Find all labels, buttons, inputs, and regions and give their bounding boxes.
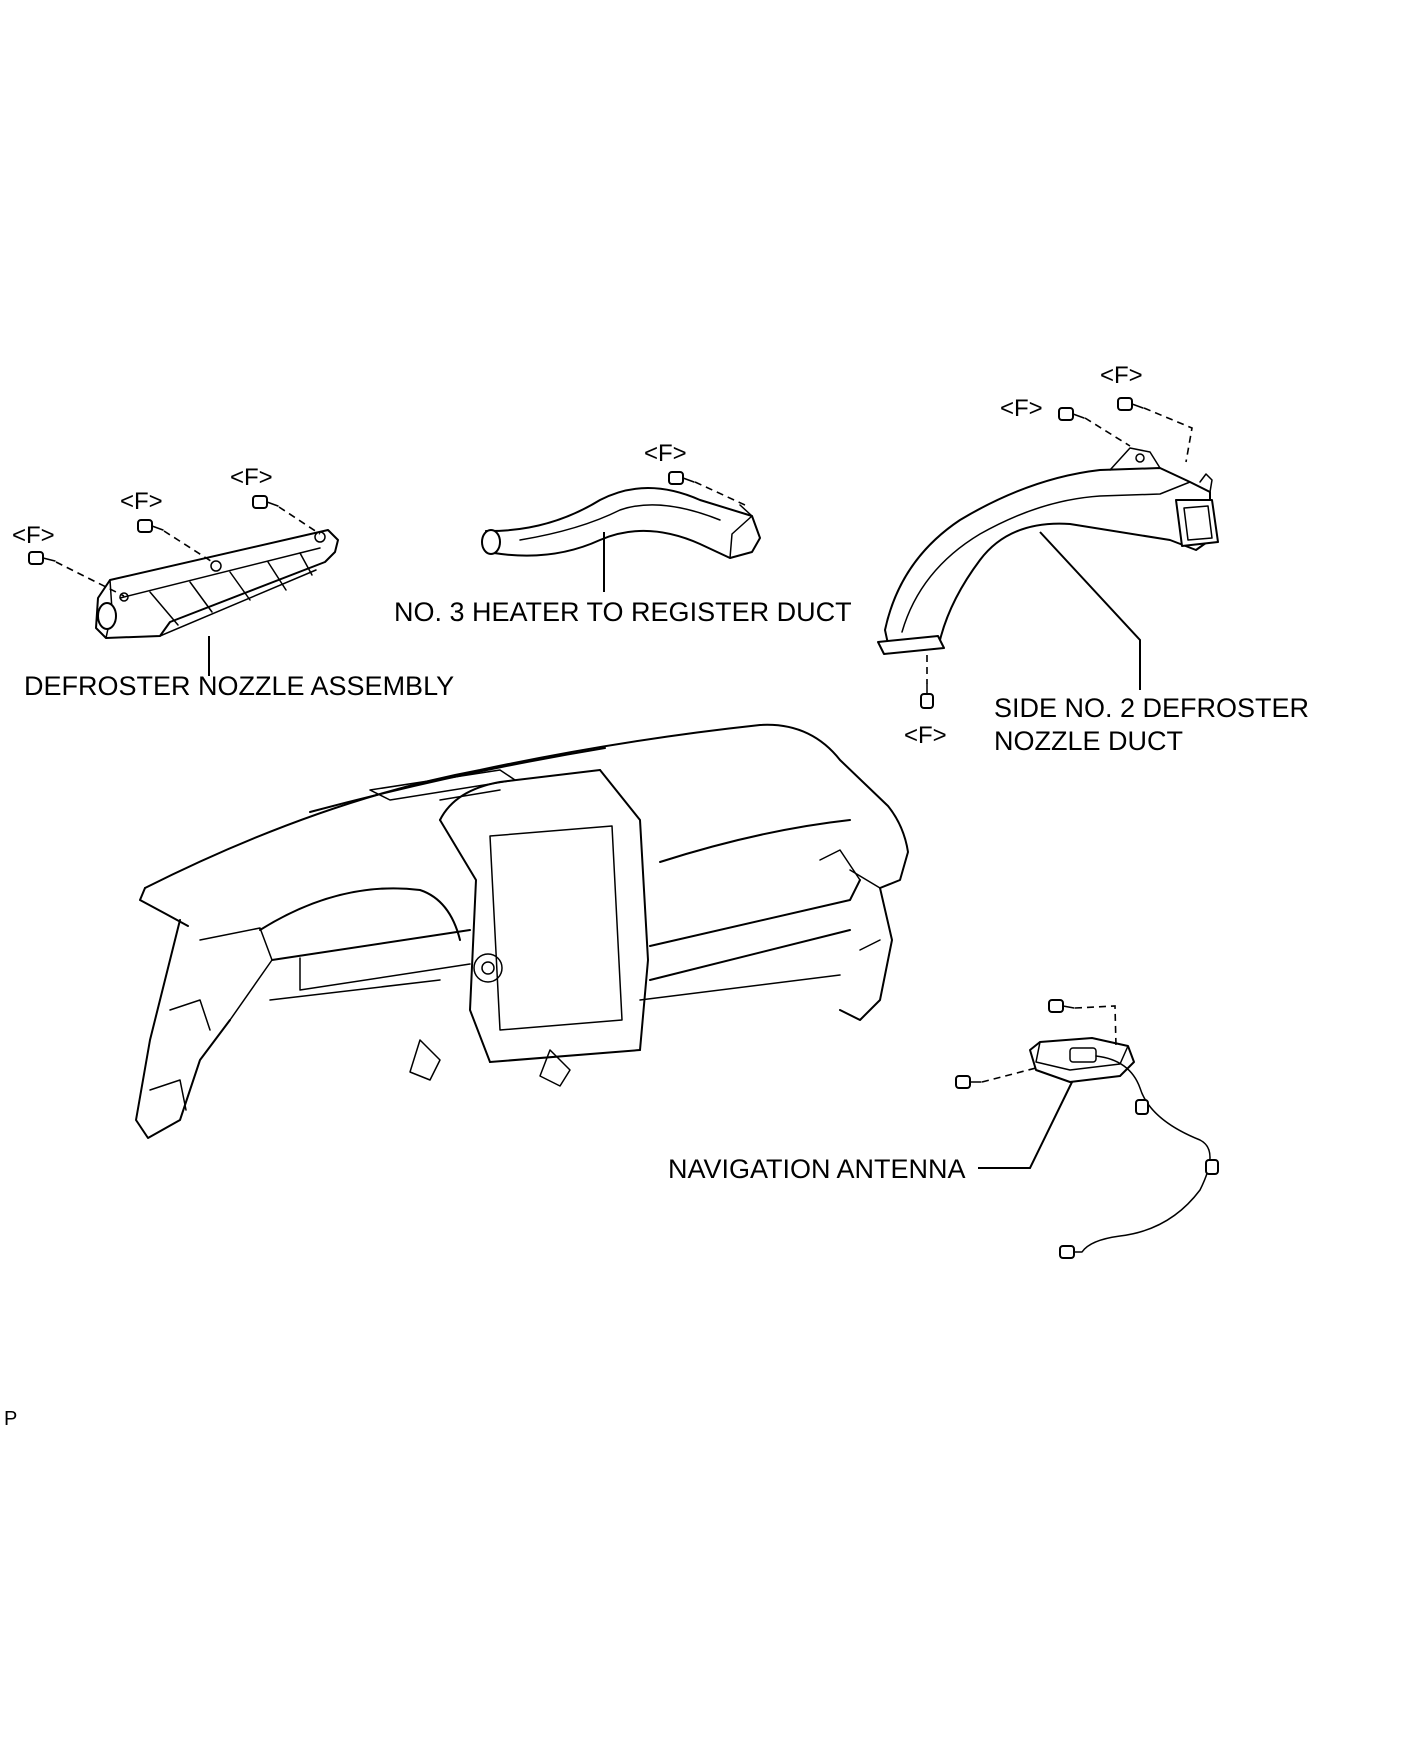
no3-heater-register-duct bbox=[481, 471, 761, 592]
bolt-icon bbox=[252, 495, 279, 509]
fastener-code-label: <F> bbox=[644, 440, 687, 467]
bolt-icon bbox=[955, 1075, 982, 1089]
label-side-no2-defroster-line1: SIDE NO. 2 DEFROSTER bbox=[994, 693, 1310, 723]
label-navigation-antenna: NAVIGATION ANTENNA bbox=[668, 1154, 966, 1184]
bolt-icon bbox=[1058, 407, 1085, 421]
fastener-code-label: <F> bbox=[120, 488, 163, 515]
bolt-icon bbox=[137, 519, 164, 533]
fastener-code-label: <F> bbox=[1100, 362, 1143, 389]
label-no3-heater-to-register-duct: NO. 3 HEATER TO REGISTER DUCT bbox=[394, 597, 852, 627]
navigation-antenna bbox=[955, 999, 1219, 1259]
bolt-icon bbox=[1117, 397, 1144, 411]
fastener-code-label: <F> bbox=[12, 522, 55, 549]
bolt-icon bbox=[920, 683, 934, 709]
label-side-no2-defroster-line2: NOZZLE DUCT bbox=[994, 726, 1183, 756]
fastener-code-label: <F> bbox=[1000, 395, 1043, 422]
label-defroster-nozzle-assembly: DEFROSTER NOZZLE ASSEMBLY bbox=[24, 671, 455, 701]
bolt-icon bbox=[668, 471, 695, 485]
corner-mark: P bbox=[4, 1408, 18, 1430]
bolt-icon bbox=[28, 551, 56, 565]
fastener-code-label: <F> bbox=[904, 722, 947, 749]
side-no2-defroster-nozzle-duct bbox=[877, 397, 1219, 709]
bolt-icon bbox=[1048, 999, 1075, 1013]
instrument-panel bbox=[135, 723, 909, 1139]
defroster-nozzle-assembly bbox=[28, 495, 339, 676]
fastener-code-label: <F> bbox=[230, 464, 273, 491]
